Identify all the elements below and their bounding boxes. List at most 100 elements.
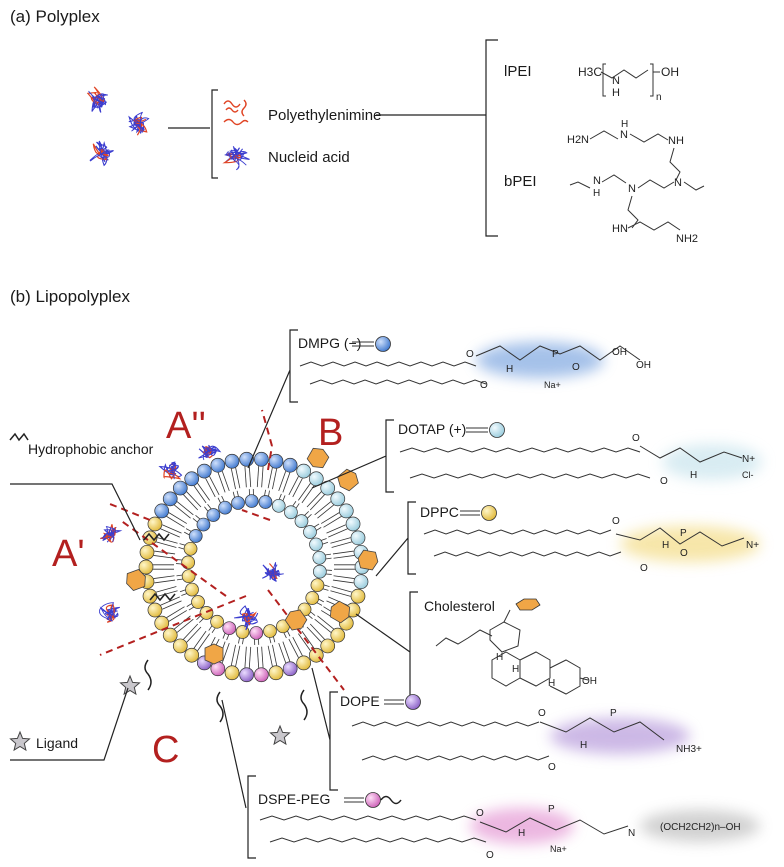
cholesterol-icon <box>515 598 541 611</box>
svg-text:P: P <box>552 349 559 360</box>
svg-text:P: P <box>680 528 687 539</box>
svg-text:(OCH2CH2)n–OH: (OCH2CH2)n–OH <box>660 822 741 833</box>
region-label-a-prime: A' <box>52 533 85 575</box>
region-label-b: B <box>318 412 343 454</box>
dope-headgroup-icon <box>405 694 421 710</box>
region-divider <box>241 509 271 521</box>
lipid-headgroup-icon <box>210 457 226 473</box>
svg-text:H: H <box>690 470 697 481</box>
lipid-headgroup-icon <box>210 614 224 629</box>
lipid-headgroup-icon <box>338 503 354 519</box>
ligand-star-icon <box>269 724 291 746</box>
lipid-headgroup-icon <box>188 529 203 543</box>
lipid-headgroup-icon <box>350 530 366 546</box>
svg-text:N+: N+ <box>742 454 755 465</box>
lipid-bilayer <box>138 451 370 683</box>
hydrophobic-anchor-icon <box>143 532 170 542</box>
panel-a-heading: (a) Polyplex <box>10 7 100 26</box>
ligand-label: Ligand <box>36 735 78 751</box>
legend-nucleic-acid-label: Nucleid acid <box>268 149 350 166</box>
lipid-headgroup-icon <box>191 595 205 609</box>
lipid-headgroup-icon <box>296 463 312 479</box>
svg-text:O: O <box>572 362 580 373</box>
peg-chain-icon <box>380 795 402 805</box>
lipid-headgroup-icon <box>350 588 366 604</box>
nucleic-acid-icon <box>222 146 250 171</box>
region-divider <box>261 409 273 447</box>
dmpg-structure <box>299 361 487 385</box>
dspe-peg-headgroup-icon <box>365 792 381 808</box>
lipid-headgroup-icon <box>258 495 273 509</box>
lipid-headgroup-icon <box>172 480 188 496</box>
lipid-headgroup-icon <box>224 453 240 469</box>
lipid-legend-dspe-peg: DSPE-PEG <box>258 791 402 808</box>
lipid-headgroup-icon <box>138 559 154 575</box>
cholesterol-icon <box>329 600 351 624</box>
lipid-headgroup-icon <box>282 661 298 677</box>
lipid-headgroup-icon <box>139 544 155 560</box>
svg-text:O: O <box>480 380 488 391</box>
lipid-headgroup-icon <box>172 638 188 654</box>
region-label-a-double-prime: A'' <box>166 405 206 447</box>
lipid-headgroup-icon <box>162 491 178 507</box>
polyplex-particle-icon <box>234 605 259 631</box>
lipid-headgroup-icon <box>294 514 309 529</box>
lipid-headgroup-icon <box>183 541 198 556</box>
lipid-headgroup-icon <box>196 517 211 532</box>
lipid-name-dppc: DPPC <box>420 504 459 520</box>
svg-text:OH: OH <box>661 65 679 79</box>
lipid-headgroup-icon <box>312 564 327 579</box>
dppc-headgroup-icon <box>481 505 497 521</box>
svg-text:N: N <box>628 183 636 195</box>
ligand-star-icon <box>9 730 31 752</box>
lipid-name-cholesterol: Cholesterol <box>424 598 495 614</box>
svg-text:NH3+: NH3+ <box>676 744 702 755</box>
cholesterol-structure <box>435 609 589 695</box>
svg-text:O: O <box>486 850 494 861</box>
lipid-headgroup-icon <box>239 667 254 683</box>
svg-text:Na+: Na+ <box>550 844 567 854</box>
lipid-headgroup-icon <box>320 638 336 654</box>
lipid-structure-texts: O O P O OH OH H Na+ O O H N+ Cl- O O P O… <box>466 347 759 861</box>
peg-chain-icon <box>144 659 152 691</box>
lipid-name-dope: DOPE <box>340 693 380 709</box>
svg-text:O: O <box>680 548 688 559</box>
region-divider <box>267 589 345 691</box>
hydrophobic-anchor-icon <box>149 592 176 602</box>
lipid-legend-dmpg: DMPG (−) <box>298 335 391 352</box>
lipid-headgroup-icon <box>142 588 158 604</box>
lipid-headgroup-icon <box>353 574 369 590</box>
lipid-name-dspe-peg: DSPE-PEG <box>258 791 330 807</box>
svg-text:NH: NH <box>668 135 684 147</box>
svg-text:O: O <box>466 349 474 360</box>
lpei-structure: H3C N H n OH <box>578 63 679 103</box>
polyplex-particle-icon <box>128 111 150 136</box>
lipid-headgroup-icon <box>181 555 196 570</box>
lpei-label: lPEI <box>504 63 532 80</box>
lipid-headgroup-icon <box>222 621 237 636</box>
lipid-headgroup-icon <box>310 578 325 593</box>
svg-text:H2N: H2N <box>567 134 589 146</box>
anchor-callout-line <box>10 483 141 541</box>
polyplex-particle-icon <box>99 602 120 623</box>
lipid-headgroup-icon <box>147 516 163 532</box>
svg-text:O: O <box>538 708 546 719</box>
region-divider <box>267 445 273 471</box>
svg-text:H: H <box>662 540 669 551</box>
lipid-headgroup-icon <box>254 667 269 683</box>
lipid-headgroup-icon <box>303 525 317 539</box>
svg-text:OH: OH <box>612 347 627 358</box>
svg-text:N: N <box>620 129 628 141</box>
lipid-headgroup-icon <box>185 582 199 597</box>
lipid-headgroup-icon <box>162 627 178 643</box>
cholesterol-icon <box>337 468 359 492</box>
lipid-headgroup-icon <box>309 537 323 552</box>
region-divider <box>109 503 151 521</box>
polyplex-particle-icon <box>198 444 222 461</box>
svg-text:O: O <box>612 516 620 527</box>
svg-text:Cl-: Cl- <box>742 470 754 480</box>
svg-text:Na+: Na+ <box>544 380 561 390</box>
polyplex-cluster <box>86 86 150 167</box>
svg-text:H: H <box>593 188 600 199</box>
dspe-peg-structure <box>259 815 487 843</box>
